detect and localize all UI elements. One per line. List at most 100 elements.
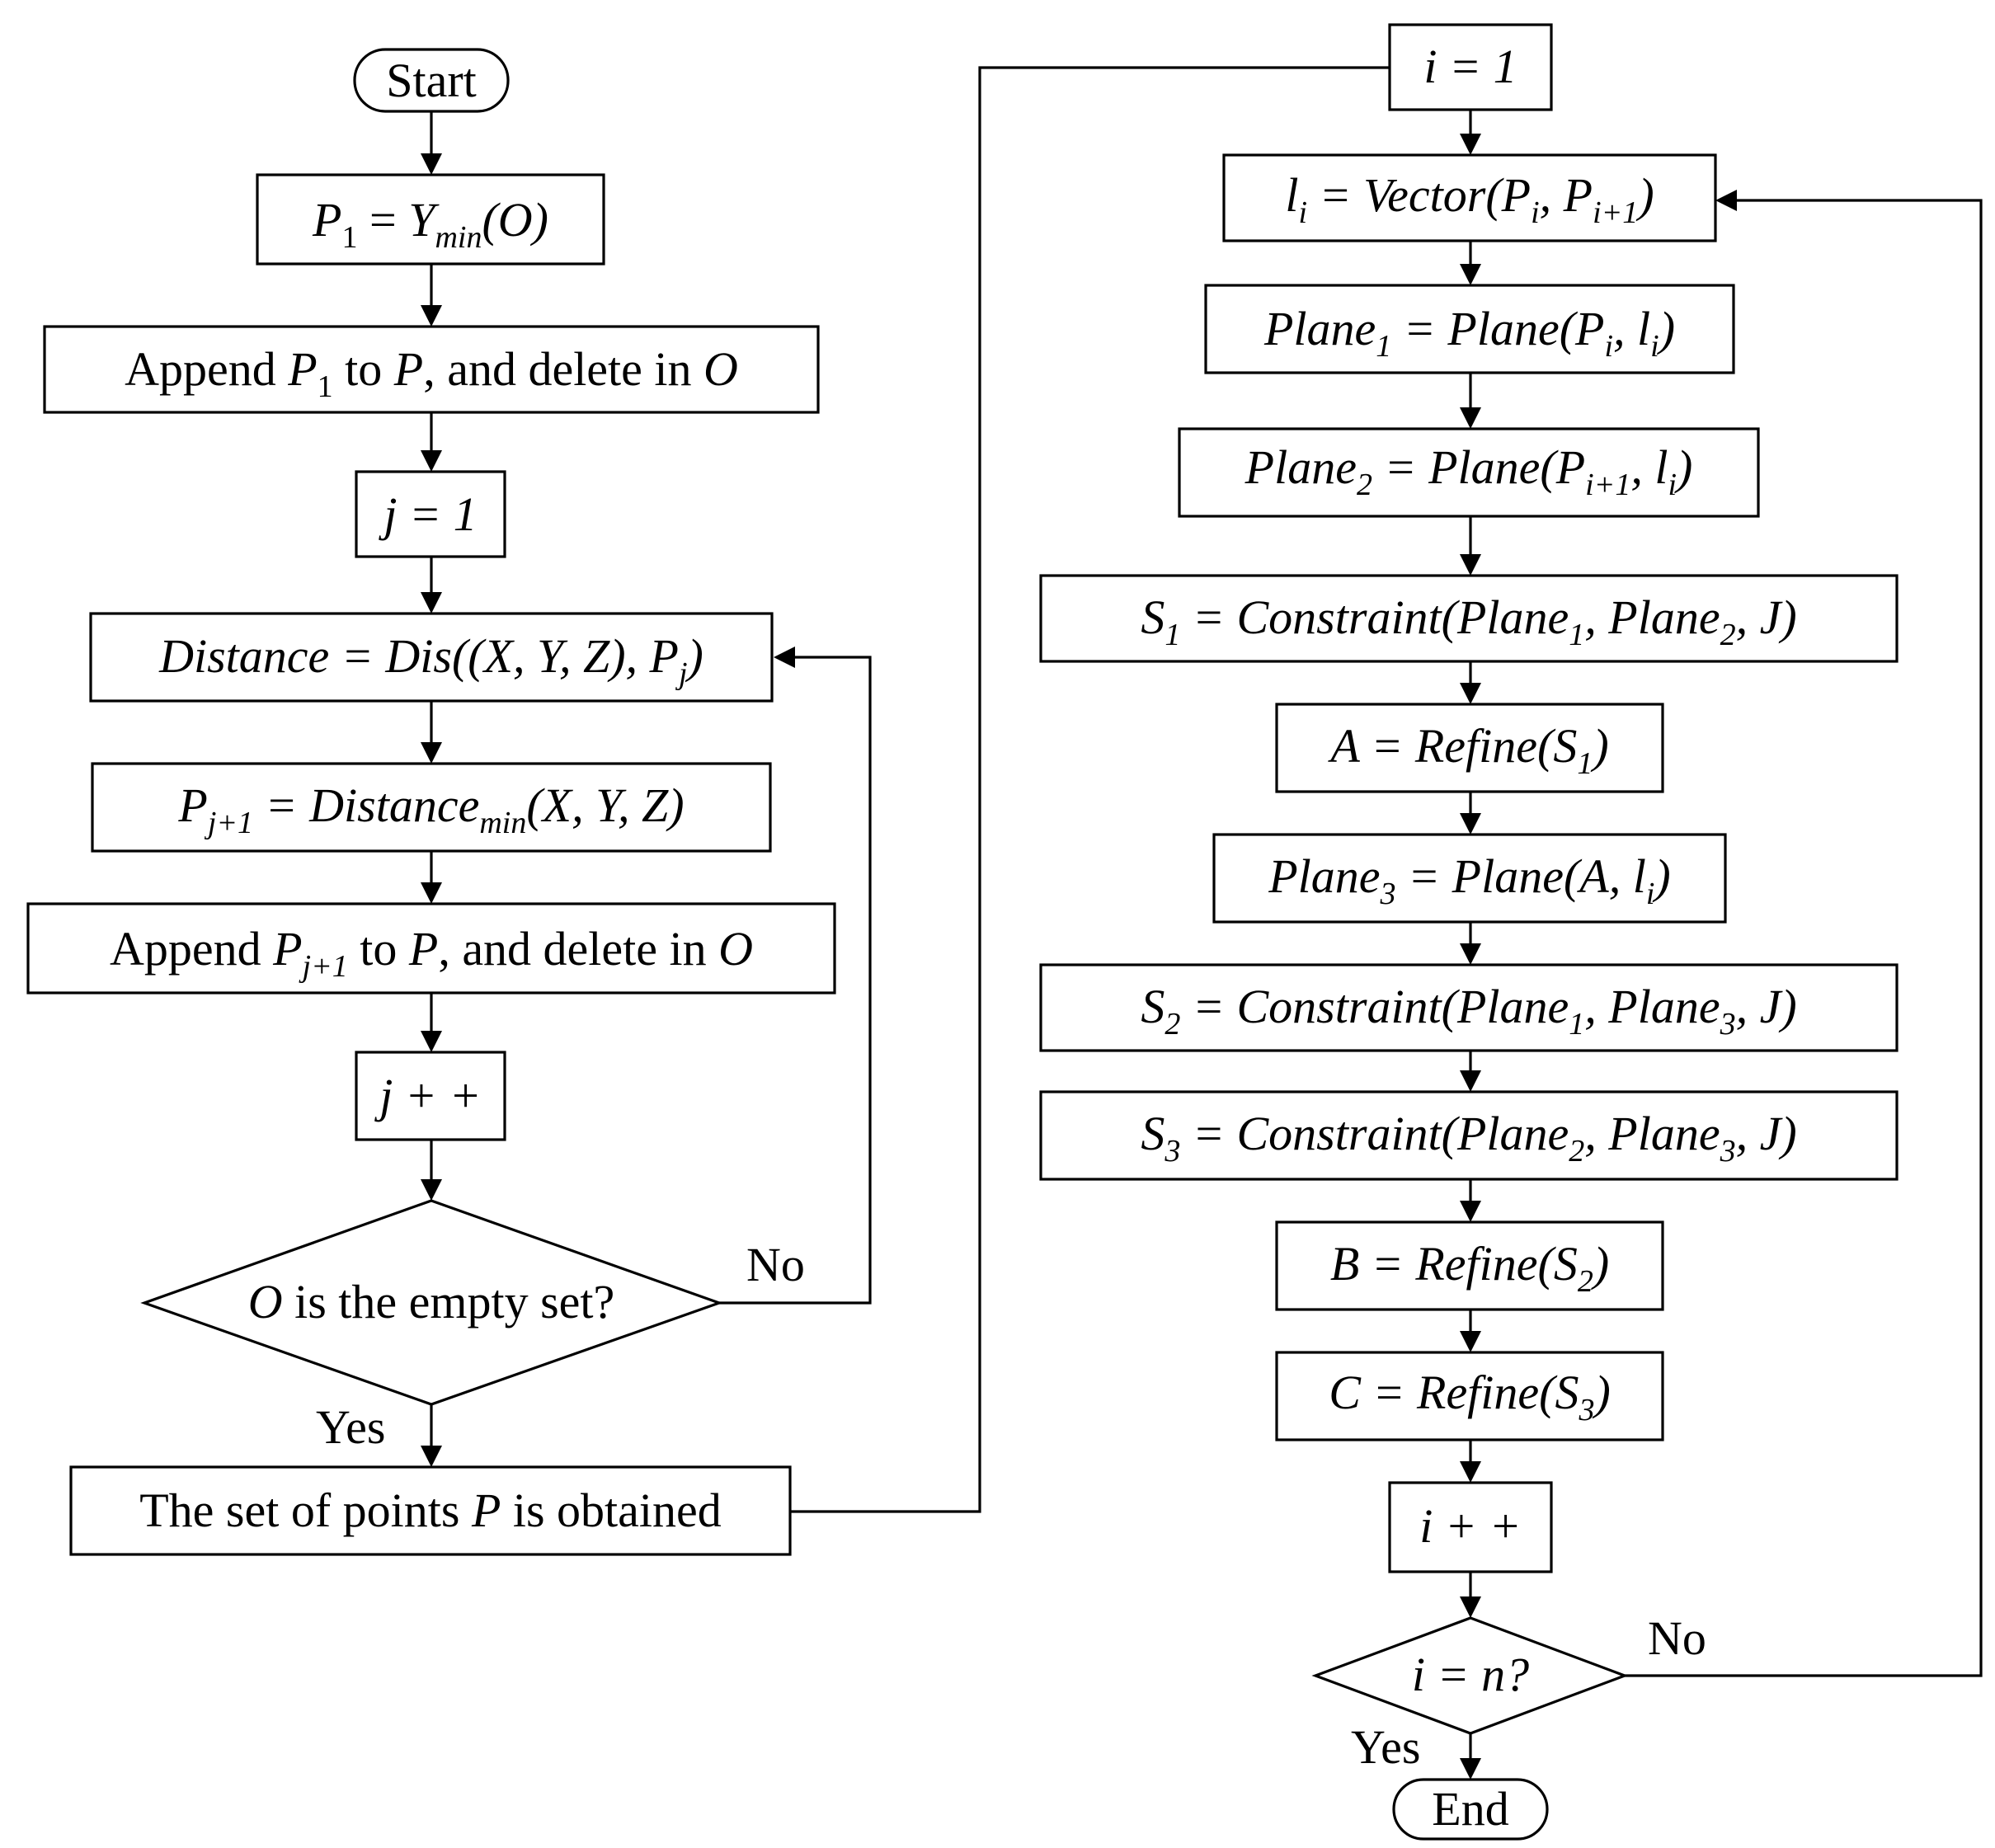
node-refine-a: A = Refine(S1) [1275, 703, 1664, 793]
edge-idecision-no-loop [1625, 199, 1983, 1677]
p1-min-label: P1 = Ymin(O) [312, 193, 548, 255]
s2-label: S2 = Constraint(Plane1, Plane3, J) [1141, 980, 1796, 1042]
arrowhead [1715, 190, 1737, 211]
terminator-shape [353, 48, 510, 113]
process-box [26, 902, 836, 995]
connectors [421, 66, 1983, 1780]
i-check-label: i = n? [1412, 1648, 1529, 1701]
node-refine-c: C = Refine(S3) [1275, 1351, 1664, 1441]
arrowhead [421, 592, 442, 614]
s3-label: S3 = Constraint(Plane2, Plane3, J) [1141, 1107, 1796, 1169]
process-box [1039, 574, 1899, 663]
node-append-pj1: Append Pj+1 to P, and delete in O [26, 902, 836, 995]
process-box [1039, 963, 1899, 1052]
node-i-check: i = n? [1311, 1616, 1629, 1735]
distance-label: Distance = Dis((X, Y, Z), Pj) [158, 629, 703, 691]
arrowhead [1460, 264, 1481, 285]
edge-label-no: No [1648, 1611, 1706, 1665]
arrowhead [421, 153, 442, 175]
arrowhead [1460, 1070, 1481, 1092]
start-label: Start [386, 54, 477, 107]
i-init-label: i = 1 [1423, 40, 1517, 93]
refine-a-label: A = Refine(S1) [1327, 719, 1608, 781]
process-box [1204, 284, 1735, 374]
process-box [1388, 1481, 1553, 1573]
node-refine-b: B = Refine(S2) [1275, 1220, 1664, 1311]
process-box [91, 762, 772, 853]
edge-label-yes: Yes [1351, 1720, 1420, 1774]
process-box [89, 612, 774, 703]
arrowhead [1460, 554, 1481, 576]
edge-label-yes: Yes [316, 1400, 385, 1454]
arrowhead [421, 305, 442, 327]
arrowhead [1460, 1461, 1481, 1483]
node-s1: S1 = Constraint(Plane1, Plane2, J) [1039, 574, 1899, 663]
plane2-label: Plane2 = Plane(Pi+1, li) [1245, 440, 1693, 502]
process-box [1275, 703, 1664, 793]
node-i-inc: i + + [1388, 1481, 1553, 1573]
end-label: End [1432, 1782, 1508, 1836]
arrowhead [1460, 134, 1481, 155]
s1-label: S1 = Constraint(Plane1, Plane2, J) [1141, 590, 1796, 652]
edge-decision-no-loop [719, 656, 872, 1305]
arrowhead [1460, 407, 1481, 429]
plane1-label: Plane1 = Plane(Pi, li) [1263, 302, 1675, 364]
node-end: End [1392, 1778, 1549, 1841]
append-p1-label: Append P1 to P, and delete in O [125, 342, 738, 404]
plane3-label: Plane3 = Plane(A, li) [1268, 849, 1670, 911]
pj1-label: Pj+1 = Distancemin(X, Y, Z) [177, 778, 684, 840]
node-plane3: Plane3 = Plane(A, li) [1212, 833, 1727, 924]
process-box [1388, 23, 1553, 111]
arrowhead [1460, 813, 1481, 835]
node-distance: Distance = Dis((X, Y, Z), Pj) [89, 612, 774, 703]
node-start: Start [353, 48, 510, 113]
node-li: li = Vector(Pi, Pi+1) [1222, 153, 1717, 242]
edge-set-to-iinit [790, 66, 1390, 1513]
node-j-init: j = 1 [355, 470, 506, 558]
process-box [69, 1465, 792, 1556]
node-i-init: i = 1 [1388, 23, 1553, 111]
arrowhead [421, 882, 442, 904]
node-plane1: Plane1 = Plane(Pi, li) [1204, 284, 1735, 374]
j-init-label: j = 1 [378, 487, 477, 541]
arrowhead [1460, 1758, 1481, 1780]
arrowhead [1460, 1331, 1481, 1352]
process-box [43, 325, 820, 414]
process-box [256, 173, 605, 266]
empty-check-label: O is the empty set? [248, 1275, 615, 1328]
terminator-shape [1392, 1778, 1549, 1841]
refine-c-label: C = Refine(S3) [1329, 1366, 1611, 1427]
arrowhead [1460, 1201, 1481, 1222]
arrowhead [1460, 943, 1481, 965]
node-set-obtained: The set of points P is obtained [69, 1465, 792, 1556]
arrowhead [774, 647, 795, 668]
node-pj1: Pj+1 = Distancemin(X, Y, Z) [91, 762, 772, 853]
process-box [1212, 833, 1727, 924]
node-j-inc: j + + [355, 1051, 506, 1141]
arrowhead [1460, 683, 1481, 704]
process-box [1039, 1090, 1899, 1181]
process-box [1275, 1351, 1664, 1441]
process-box [1222, 153, 1717, 242]
refine-b-label: B = Refine(S2) [1330, 1237, 1609, 1299]
process-box [355, 1051, 506, 1141]
edge-label-no: No [746, 1238, 805, 1291]
node-p1-min: P1 = Ymin(O) [256, 173, 605, 266]
j-inc-label: j + + [374, 1069, 481, 1122]
decision-diamond [140, 1199, 723, 1406]
node-plane2: Plane2 = Plane(Pi+1, li) [1178, 427, 1760, 518]
arrowhead [421, 450, 442, 472]
process-box [355, 470, 506, 558]
append-pj1-label: Append Pj+1 to P, and delete in O [110, 922, 753, 984]
process-box [1178, 427, 1760, 518]
node-append-p1: Append P1 to P, and delete in O [43, 325, 820, 414]
arrowhead [421, 742, 442, 764]
arrowhead [421, 1446, 442, 1467]
i-inc-label: i + + [1419, 1499, 1521, 1553]
arrowhead [1460, 1596, 1481, 1618]
node-s3: S3 = Constraint(Plane2, Plane3, J) [1039, 1090, 1899, 1181]
node-empty-check: O is the empty set? [140, 1199, 723, 1406]
set-obtained-label: The set of points P is obtained [139, 1484, 722, 1537]
decision-diamond [1311, 1616, 1629, 1735]
